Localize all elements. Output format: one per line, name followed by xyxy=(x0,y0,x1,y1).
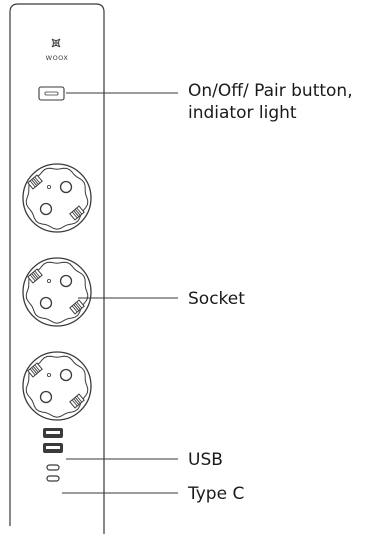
label-typec: Type C xyxy=(188,484,245,504)
usb-c-port xyxy=(46,464,60,471)
schuko-socket xyxy=(22,163,92,233)
schuko-socket xyxy=(22,257,92,327)
usb-a-port xyxy=(43,443,63,453)
woox-logo-icon xyxy=(51,38,61,48)
label-socket: Socket xyxy=(188,289,245,309)
indicator-light xyxy=(44,91,59,96)
power-pair-button[interactable] xyxy=(38,86,65,101)
power-strip-body xyxy=(9,3,105,534)
schuko-socket xyxy=(22,351,92,421)
usb-c-port xyxy=(46,475,60,482)
label-usb: USB xyxy=(188,450,223,470)
usb-a-port xyxy=(43,428,63,438)
label-button-line2: indiator light xyxy=(188,103,297,123)
brand-text: WOOX xyxy=(46,54,69,62)
label-button-line1: On/Off/ Pair button, xyxy=(188,81,353,101)
label-button: On/Off/ Pair button, indiator light xyxy=(188,80,353,124)
